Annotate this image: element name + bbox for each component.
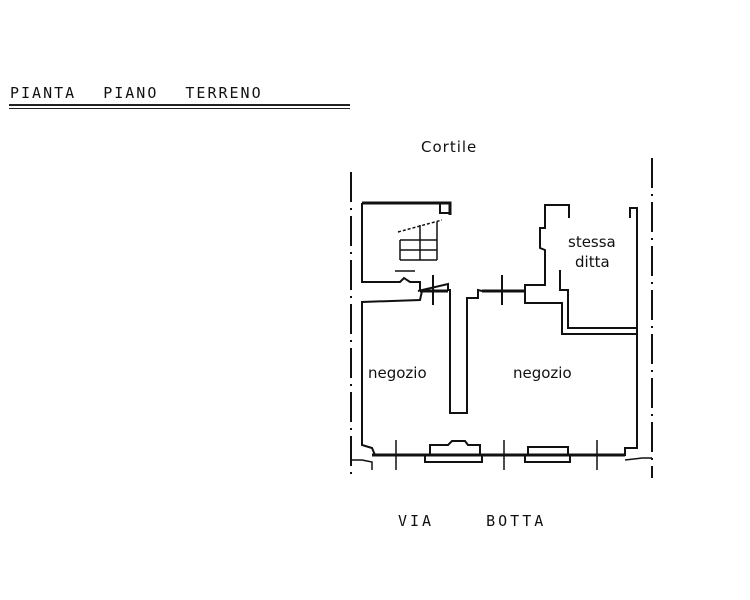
window-bay-2 [527, 446, 569, 455]
stessa-ditta-wall [524, 204, 570, 291]
street-label: VIA BOTTA [398, 512, 547, 530]
front-facade [372, 334, 638, 463]
stessa-ditta-label-2: ditta [575, 253, 610, 271]
stair-room-wall [362, 201, 452, 215]
right-shop-label: negozio [513, 364, 572, 382]
title-underline [9, 104, 350, 106]
stessa-ditta-label-1: stessa [568, 233, 616, 251]
stair-room-column [439, 202, 451, 214]
courtyard-label: Cortile [421, 138, 478, 156]
stair-room-wall-2 [361, 203, 421, 290]
window-bay-1 [429, 440, 481, 455]
stessa-ditta-inner-wall [559, 270, 638, 329]
facade-ticks [395, 440, 598, 470]
left-shop-label: negozio [368, 364, 427, 382]
central-pillar [417, 282, 483, 414]
stairs-icon [395, 219, 443, 272]
plan-title: PIANTA PIANO TERRENO [10, 84, 263, 102]
title-underline-2 [9, 108, 350, 109]
right-shop-wall [524, 207, 638, 335]
